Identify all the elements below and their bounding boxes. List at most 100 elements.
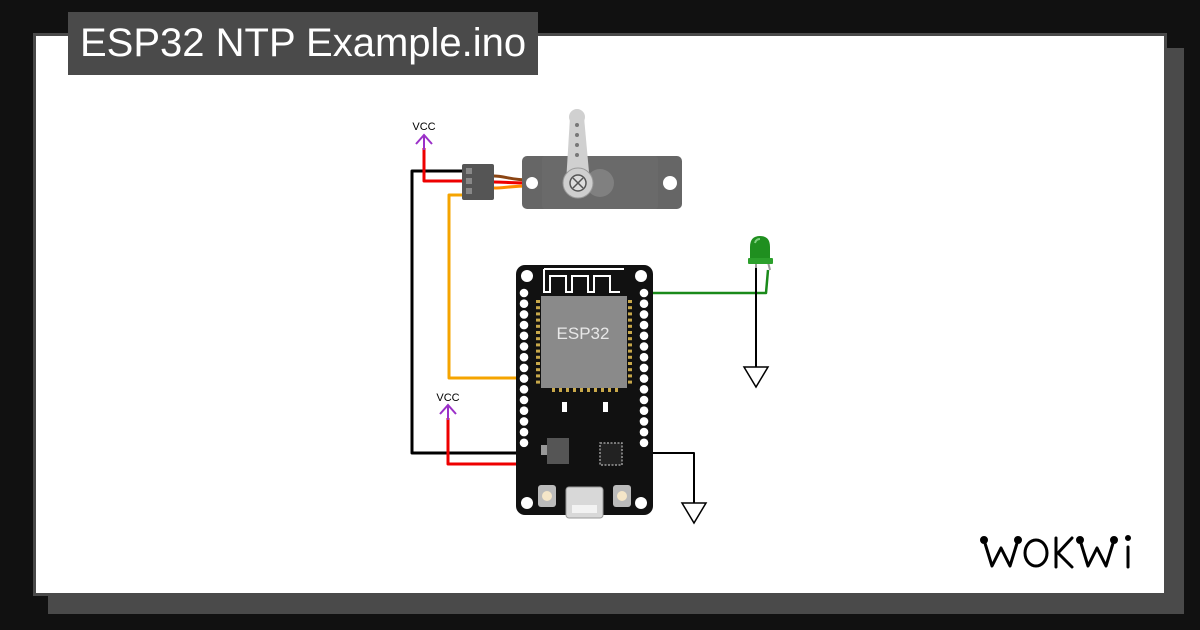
module-pad bbox=[580, 388, 583, 392]
header-pin[interactable] bbox=[639, 417, 649, 426]
servo-connector[interactable] bbox=[462, 164, 494, 200]
module-pad bbox=[628, 374, 632, 378]
header-pin[interactable] bbox=[519, 385, 529, 394]
header-pin[interactable] bbox=[639, 438, 649, 448]
voltage-regulator bbox=[541, 438, 569, 464]
pad bbox=[603, 402, 608, 412]
module-pad bbox=[536, 324, 540, 328]
header-pin[interactable] bbox=[519, 395, 529, 405]
header-pin[interactable] bbox=[519, 288, 529, 298]
mount-hole bbox=[635, 497, 647, 509]
module-pad bbox=[628, 312, 632, 316]
module-pad bbox=[573, 388, 576, 392]
module-pad bbox=[628, 380, 632, 384]
reset-button[interactable] bbox=[613, 485, 631, 507]
module-pad bbox=[536, 349, 540, 353]
module-pad bbox=[628, 368, 632, 372]
header-pin[interactable] bbox=[639, 320, 649, 330]
usb-serial-chip bbox=[599, 442, 623, 466]
header-pin[interactable] bbox=[639, 395, 649, 405]
module-pad bbox=[628, 362, 632, 365]
wire-servo-signal[interactable] bbox=[447, 193, 524, 380]
header-pin[interactable] bbox=[519, 320, 529, 330]
vcc-label-top: VCC bbox=[412, 121, 435, 133]
header-pin[interactable] bbox=[519, 374, 529, 383]
wire-servo-gnd[interactable] bbox=[410, 169, 524, 455]
esp32-devkit[interactable]: ESP32 bbox=[516, 265, 653, 519]
module-pad bbox=[628, 331, 632, 334]
pin-header-left[interactable] bbox=[519, 288, 529, 448]
module-pad bbox=[552, 388, 555, 392]
module-pad bbox=[536, 318, 540, 322]
module-pad bbox=[628, 324, 632, 328]
module-pad bbox=[594, 388, 597, 392]
pin-header-right[interactable] bbox=[639, 288, 649, 448]
module-pad bbox=[536, 306, 540, 310]
header-pin[interactable] bbox=[639, 331, 649, 341]
servo-horn[interactable] bbox=[562, 109, 594, 199]
module-pads bbox=[536, 300, 632, 392]
header-pin[interactable] bbox=[639, 406, 649, 416]
header-pin[interactable] bbox=[639, 427, 649, 437]
wire-esp-gnd-right[interactable] bbox=[644, 452, 695, 505]
header-pin[interactable] bbox=[639, 310, 649, 319]
module-pad bbox=[536, 368, 540, 372]
module-pad bbox=[536, 374, 540, 378]
header-pin[interactable] bbox=[519, 406, 529, 416]
header-pin[interactable] bbox=[519, 352, 529, 362]
module-pad bbox=[536, 355, 540, 359]
module-pad bbox=[536, 337, 540, 341]
pad bbox=[562, 402, 567, 412]
module-pad bbox=[628, 349, 632, 353]
header-pin[interactable] bbox=[639, 288, 649, 298]
ground-symbol-led bbox=[742, 366, 770, 389]
module-pad bbox=[536, 343, 540, 347]
header-pin[interactable] bbox=[519, 342, 529, 351]
module-pad bbox=[628, 355, 632, 359]
module-pad bbox=[566, 388, 569, 392]
header-pin[interactable] bbox=[639, 363, 649, 373]
module-pad bbox=[559, 388, 562, 392]
wokwi-logo bbox=[980, 535, 1131, 569]
header-pin[interactable] bbox=[519, 310, 529, 319]
led-green[interactable] bbox=[748, 236, 773, 271]
header-pin[interactable] bbox=[519, 417, 529, 426]
header-pin[interactable] bbox=[639, 352, 649, 362]
module-pad bbox=[536, 380, 540, 384]
header-pin[interactable] bbox=[639, 374, 649, 383]
header-pin[interactable] bbox=[519, 363, 529, 373]
header-pin[interactable] bbox=[519, 438, 529, 448]
servo-mount-hole bbox=[526, 177, 538, 189]
project-title: ESP32 NTP Example.ino bbox=[68, 12, 539, 75]
module-pad bbox=[628, 300, 632, 303]
module-pad bbox=[587, 388, 590, 392]
servo-motor[interactable] bbox=[522, 109, 682, 209]
module-pad bbox=[628, 337, 632, 341]
mount-hole bbox=[521, 497, 533, 509]
esp32-module bbox=[541, 296, 627, 388]
header-pin[interactable] bbox=[639, 299, 649, 309]
boot-button[interactable] bbox=[538, 485, 556, 507]
ground-symbol-esp bbox=[680, 502, 708, 525]
header-pin[interactable] bbox=[639, 385, 649, 394]
wire-led-signal[interactable] bbox=[644, 269, 770, 295]
module-pad bbox=[536, 362, 540, 365]
mount-hole bbox=[521, 270, 533, 282]
header-pin[interactable] bbox=[519, 299, 529, 309]
header-pin[interactable] bbox=[519, 427, 529, 437]
servo-mount-hole bbox=[663, 176, 677, 190]
module-pad bbox=[536, 331, 540, 334]
header-pin[interactable] bbox=[639, 342, 649, 351]
wire-esp-vcc[interactable] bbox=[446, 418, 524, 466]
vcc-label-bottom: VCC bbox=[436, 392, 459, 404]
header-pin[interactable] bbox=[519, 331, 529, 341]
module-pad bbox=[601, 388, 604, 392]
module-pad bbox=[628, 318, 632, 322]
module-pad bbox=[608, 388, 611, 392]
module-pad bbox=[536, 300, 540, 303]
module-pad bbox=[536, 312, 540, 316]
wire-servo-vcc[interactable] bbox=[422, 148, 466, 183]
antenna-trace bbox=[543, 269, 620, 293]
vcc-symbol-bottom: VCC bbox=[436, 392, 460, 420]
